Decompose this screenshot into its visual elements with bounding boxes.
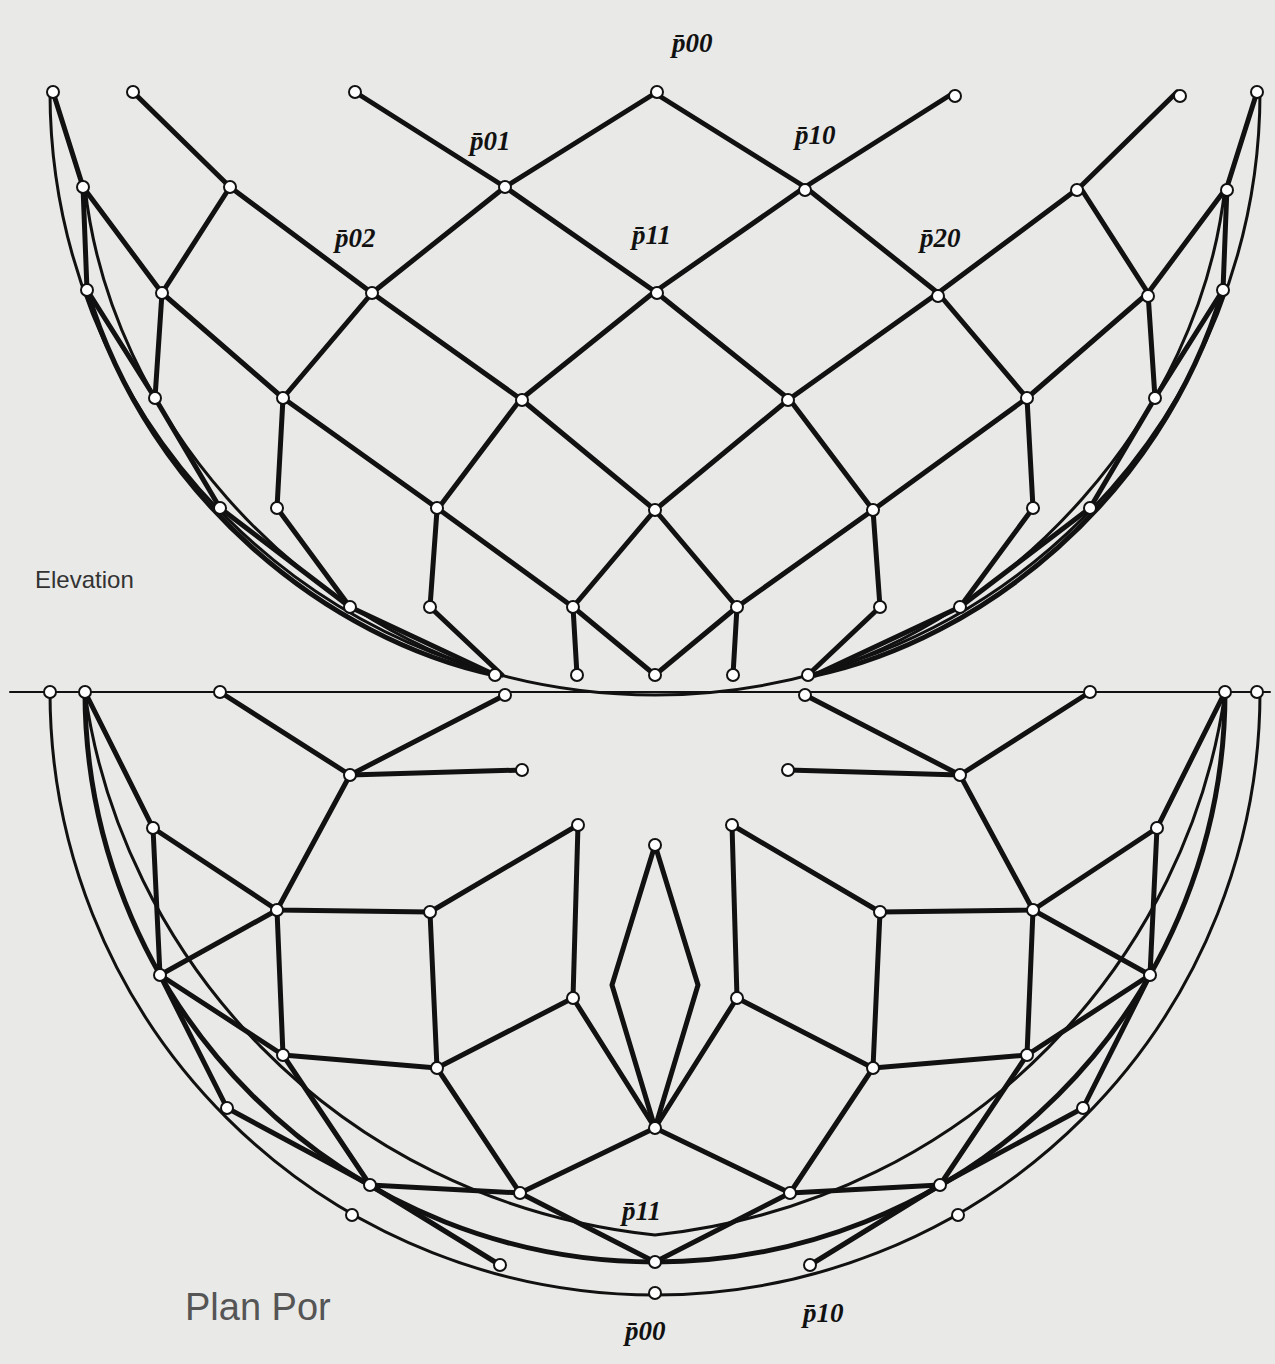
point-label: p̄00 [625, 1318, 666, 1345]
point-label: p̄01 [470, 128, 511, 155]
point-label: p̄10 [803, 1300, 844, 1327]
view-label: Elevation [35, 568, 134, 592]
point-label: p̄10 [795, 122, 836, 149]
view-label: Plan Por [185, 1288, 331, 1326]
point-label: p̄11 [632, 222, 671, 249]
point-label: p̄00 [672, 30, 713, 57]
point-label: p̄20 [920, 225, 961, 252]
point-label: p̄11 [622, 1198, 661, 1225]
point-label: p̄02 [335, 225, 376, 252]
